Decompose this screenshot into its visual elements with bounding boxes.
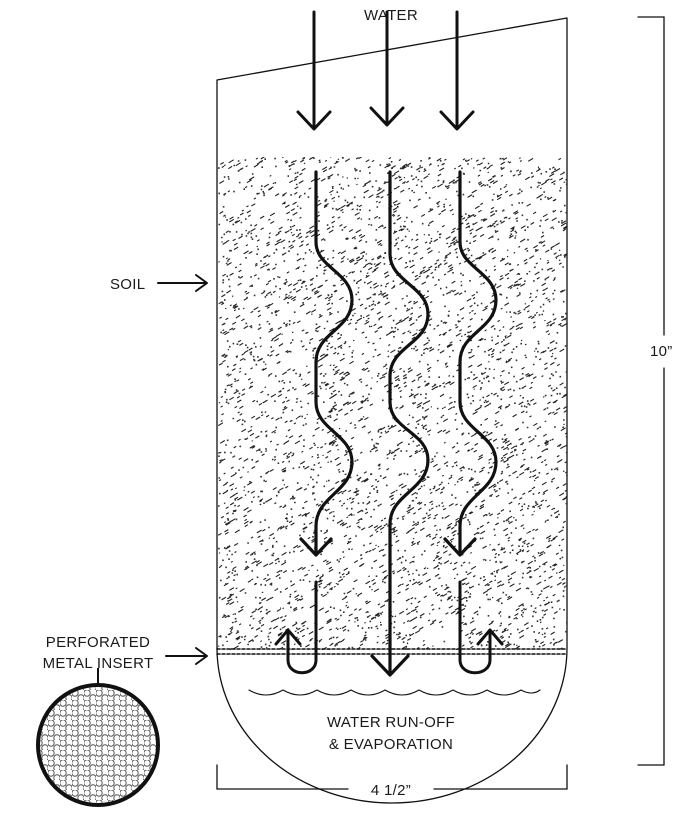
- width-dimension-label: 4 1/2”: [371, 782, 411, 799]
- arrow-right-icon: [165, 647, 208, 665]
- runoff-label-line1: WATER RUN-OFF: [327, 714, 455, 731]
- container-body: [216, 17, 568, 649]
- perforated-insert-lines: [216, 648, 568, 655]
- arrow-down-icon: [296, 10, 332, 131]
- container-bottom-arc: [216, 647, 568, 804]
- perforated-mesh-circle-icon: [36, 668, 160, 807]
- soil-layer: [218, 157, 567, 650]
- soil-texture: [218, 157, 567, 650]
- soil-speckles: [218, 157, 567, 650]
- insert-label-line2: METAL INSERT: [43, 655, 154, 672]
- soil-label: SOIL: [110, 276, 145, 293]
- arrow-down-icon: [369, 10, 405, 127]
- water-label: WATER: [364, 7, 418, 24]
- arrow-down-icon: [439, 10, 475, 131]
- u-turn-arrow-icon: [476, 628, 504, 646]
- water-surface-ripples: [248, 689, 541, 696]
- height-dimension: [637, 16, 665, 766]
- runoff-label-line2: & EVAPORATION: [329, 736, 453, 753]
- water-inflow-arrows: [296, 10, 475, 131]
- container-outline: [216, 17, 568, 804]
- arrow-right-icon: [157, 274, 208, 292]
- width-dimension: [216, 764, 568, 790]
- flow-path-right: [458, 170, 498, 554]
- insert-label-line1: PERFORATED: [46, 634, 150, 651]
- bounce-path-left: [286, 580, 318, 675]
- height-dimension-label: 10”: [650, 343, 673, 360]
- flow-arrowhead-left: [299, 537, 333, 557]
- flow-arrowhead-right: [443, 537, 477, 557]
- label-pointers: [157, 274, 208, 665]
- flow-path-left: [314, 170, 354, 554]
- bounce-arrows: [274, 580, 504, 675]
- u-turn-arrow-icon: [274, 628, 302, 646]
- flow-arrowhead-center: [370, 654, 410, 677]
- flow-path-center: [388, 170, 430, 674]
- bounce-path-right: [458, 580, 492, 675]
- water-flow-paths: [299, 170, 498, 677]
